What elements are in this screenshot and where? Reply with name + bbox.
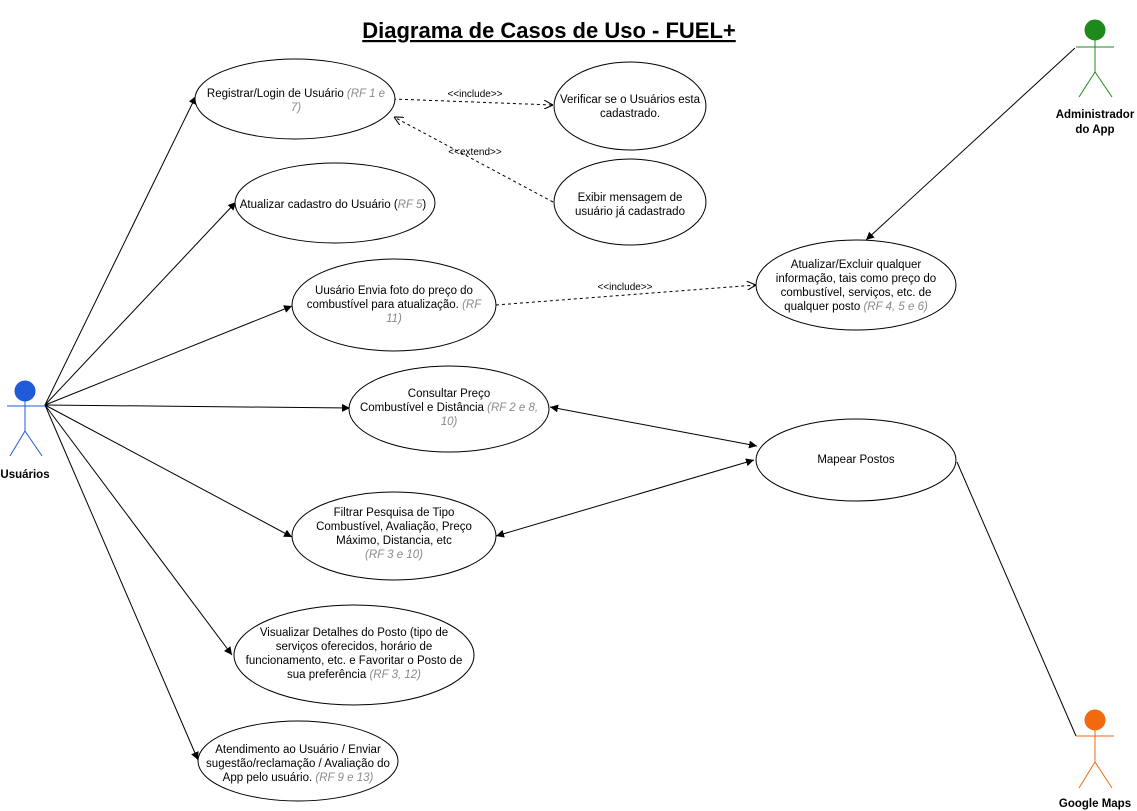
uc-atualizar-cadastro-ellipse [234, 162, 436, 244]
uc-visualizar-line: Visualizar Detalhes do Posto (tipo de [260, 627, 448, 639]
uc-registrar-line: Registrar/Login de Usuário (RF 1 e [207, 88, 385, 100]
assoc-admin [865, 47, 1076, 241]
actor-usuarios-leg-left [9, 430, 26, 457]
uc-envia-foto-ellipse [291, 258, 497, 352]
include-verificar-line [392, 98, 553, 105]
uc-registrar-ellipse [194, 58, 396, 140]
uc-verificar-line: cadastrado. [600, 108, 660, 120]
actor-admin-leg-left [1078, 71, 1096, 98]
uc-atualizar-excluir-line: Atualizar/Excluir qualquer [791, 259, 922, 271]
assoc-registrar [44, 95, 197, 406]
actor-google-maps-head [1084, 709, 1106, 731]
uc-atualizar-excluir-line: informação, tais como preço do [776, 273, 936, 285]
uc-verificar-line: Verificar se o Usuários esta [560, 94, 701, 106]
uc-atendimento-ellipse [197, 720, 399, 802]
include-label-1: <<include>> [447, 89, 502, 100]
uc-filtrar-line: Máximo, Distancia, etc [336, 535, 452, 547]
actor-admin-leg-right [1094, 71, 1113, 98]
uc-filtrar-line: Filtrar Pesquisa de Tipo [334, 507, 455, 519]
uc-filtrar-ellipse [291, 491, 497, 581]
uc-mapear-line: Mapear Postos [817, 454, 895, 466]
uc-exibir-ellipse [553, 158, 707, 246]
use-case-labels: Registrar/Login de Usuário (RF 1 e 7) Veri… [206, 88, 936, 784]
include-label-2: <<include>> [597, 282, 652, 293]
assoc-google-maps [956, 461, 1077, 737]
uc-consultar-line: Consultar Preço [408, 388, 490, 400]
actor-google-maps-leg-right [1094, 761, 1113, 789]
uc-verificar-ellipse [553, 61, 707, 151]
uc-visualizar-line: funcionamento, etc. e Favoritar o Posto … [246, 655, 463, 667]
actor-admin-label-2: do App [1075, 124, 1114, 136]
uc-consultar-line: 10) [441, 416, 458, 428]
assoc-atendimento [44, 404, 199, 761]
uc-visualizar-line: sua preferência (RF 3, 12) [287, 669, 421, 681]
uc-envia-foto-line: combustível para atualização. (RF [307, 299, 482, 311]
uc-envia-foto-line: 11) [386, 313, 402, 325]
actor-usuarios-label: Usuários [0, 469, 49, 481]
uc-exibir-line: usuário já cadastrado [575, 206, 685, 218]
uc-registrar-line: 7) [291, 102, 301, 114]
extend-exibir-line [394, 117, 554, 203]
uc-visualizar-line: serviços oferecidos, horário de [276, 641, 433, 653]
actor-usuarios: Usuários [0, 380, 50, 481]
actor-admin-head [1084, 19, 1106, 41]
uc-atualizar-cadastro-line: Atualizar cadastro do Usuário (RF 5) [240, 199, 427, 211]
actor-admin-label-1: Administrador [1056, 109, 1135, 121]
diagram-title: Diagrama de Casos de Uso - FUEL+ [362, 18, 736, 43]
uc-visualizar-ellipse [233, 604, 475, 706]
uc-atendimento-line: sugestão/reclamação / Avaliação do [206, 758, 390, 770]
uc-mapear-ellipse [755, 418, 957, 502]
assoc-atualizar-cadastro [44, 201, 237, 406]
assoc-consultar-mapear [549, 404, 758, 449]
actor-admin: Administrador do App [1056, 19, 1135, 136]
actor-google-maps-label: Google Maps [1059, 798, 1131, 810]
uc-filtrar-line: Combustível, Avaliação, Preço [316, 521, 472, 533]
assoc-filtrar-mapear [495, 458, 755, 538]
uc-atualizar-excluir-ellipse [755, 239, 957, 331]
actor-google-maps: Google Maps [1059, 709, 1131, 810]
uc-atualizar-excluir-line: combustível, serviços, etc. de [781, 287, 932, 299]
uc-consultar-ellipse [348, 365, 550, 453]
assoc-envia-foto [44, 305, 293, 406]
assoc-filtrar [44, 404, 293, 538]
include-atualizar-line [495, 285, 756, 306]
uc-filtrar-line: (RF 3 e 10) [365, 549, 423, 561]
actor-usuarios-leg-right [24, 430, 43, 457]
uc-atendimento-line: Atendimento ao Usuário / Enviar [215, 744, 381, 756]
extend-label: <<extend>> [448, 147, 502, 158]
uc-atendimento-line: App pelo usuário. (RF 9 e 13) [223, 772, 374, 784]
uc-exibir-line: Exibir mensagem de [578, 192, 683, 204]
uc-envia-foto-line: Uusário Envia foto do preço do [315, 285, 473, 297]
actor-usuarios-head [14, 380, 36, 402]
uc-consultar-line: Combustível e Distância (RF 2 e 8, [360, 402, 538, 414]
uc-atualizar-excluir-line: qualquer posto (RF 4, 5 e 6) [784, 301, 928, 313]
assoc-consultar [44, 403, 351, 412]
actor-google-maps-leg-left [1078, 761, 1096, 789]
user-associations [44, 95, 351, 761]
assoc-visualizar [44, 404, 233, 656]
